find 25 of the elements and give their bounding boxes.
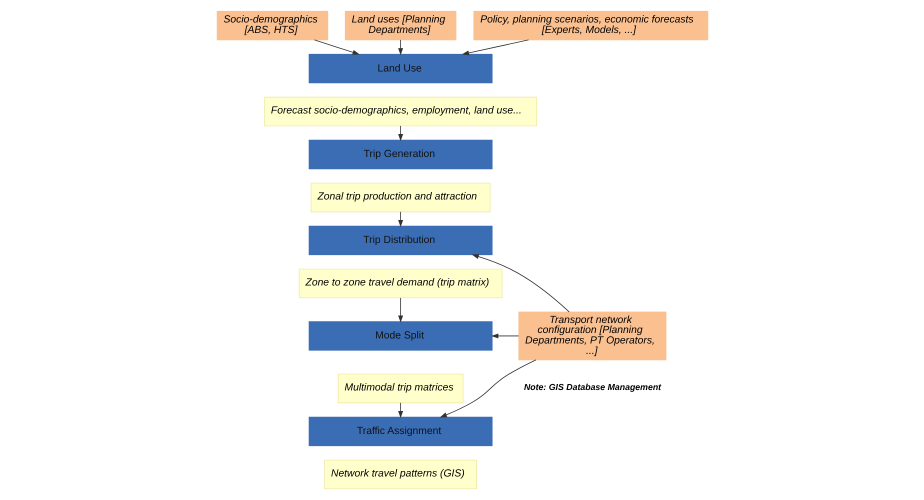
node-box: Transport network configuration [Planning Departments, PT Operators, ...] [518,312,666,360]
arrow [490,333,518,338]
node-box: Trip Generation [308,140,492,170]
arrow [471,254,570,312]
node-box: Mode Split [308,321,492,351]
node-box: Traffic Assignment [308,416,492,446]
arrow [314,40,360,55]
node-box: Policy, planning scenarios, economic forecasts [Experts, Models, ...] [472,10,708,40]
arrow [439,359,536,418]
arrow [461,40,528,56]
node-box: Zonal trip production and attraction [310,182,490,212]
arrow [398,40,403,56]
node-box: Land uses [Planning Departments] [344,10,456,40]
node-box: Multimodal trip matrices [337,374,463,404]
node-box: Zone to zone travel demand (trip matrix) [298,268,502,298]
node-box: Socio-demographics [ABS, HTS] [216,10,328,40]
node-box: Network travel patterns (GIS) [324,460,477,490]
arrow [398,297,403,323]
node-box: Trip Distribution [308,226,492,256]
arrow [398,402,403,418]
label: Note: GIS Database Management [523,382,661,392]
node-box: Land Use [308,54,492,84]
arrow [398,211,403,228]
arrow [398,125,403,142]
node-box: Forecast socio-demographics, employment, land use... [264,96,537,126]
